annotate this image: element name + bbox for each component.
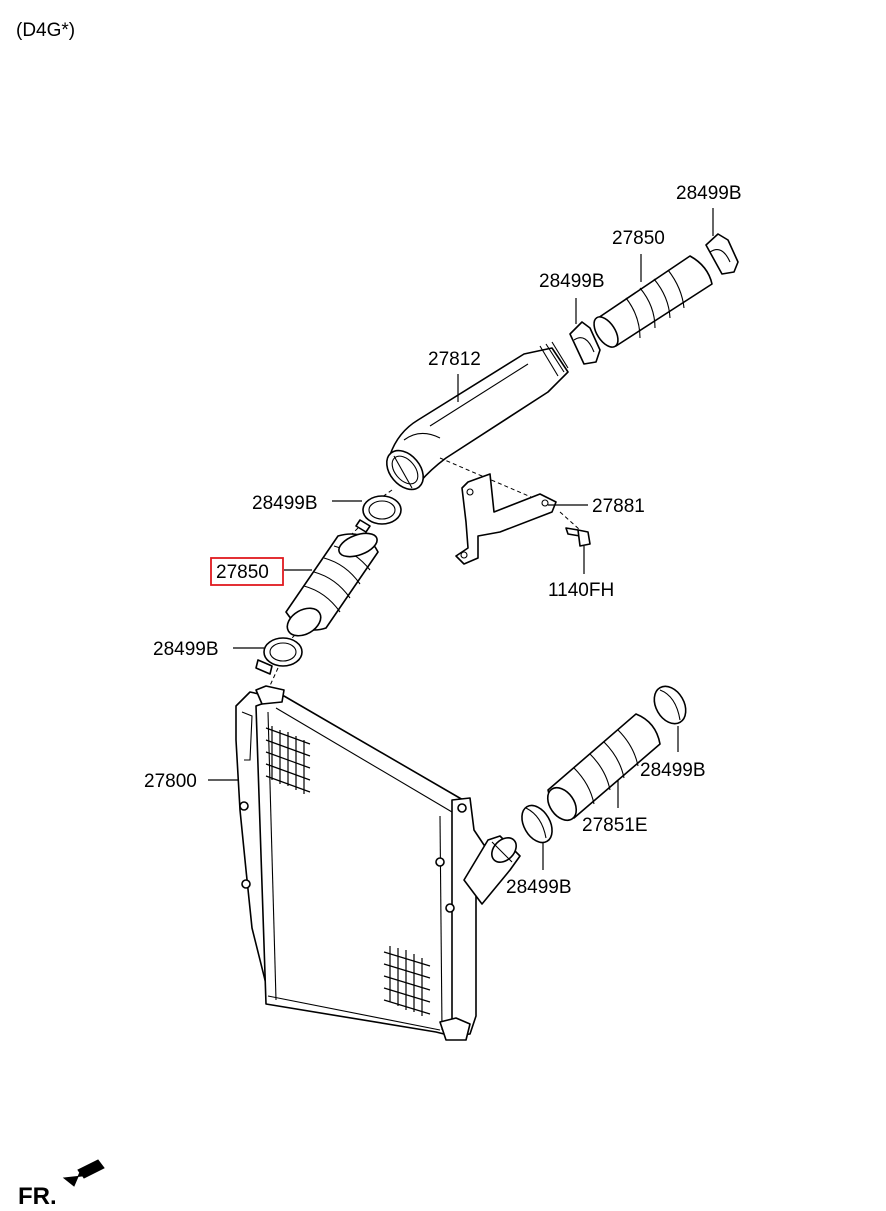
engine-code: (D4G*)	[16, 20, 75, 41]
label-hose-highlighted[interactable]: 27850	[216, 562, 269, 583]
bolt[interactable]	[565, 527, 591, 547]
clamp-right-bottom[interactable]	[516, 800, 559, 848]
label-clamp-mid[interactable]: 28499B	[252, 493, 318, 514]
intercooler[interactable]	[235, 685, 521, 1041]
clamp-mid[interactable]	[355, 495, 402, 533]
clamp-upper-pipe[interactable]	[569, 321, 601, 365]
label-clamp-lower[interactable]: 28499B	[153, 639, 219, 660]
label-hose-outlet[interactable]: 27851E	[582, 815, 648, 836]
assembly-line-bolt	[559, 511, 581, 531]
pipe[interactable]	[379, 341, 569, 496]
front-label: FR.	[18, 1183, 57, 1210]
bracket[interactable]	[455, 473, 557, 565]
label-pipe[interactable]: 27812	[428, 349, 481, 370]
hose-outlet[interactable]	[542, 713, 661, 826]
label-intercooler[interactable]: 27800	[144, 771, 197, 792]
label-clamp-right-bottom[interactable]: 28499B	[506, 877, 572, 898]
label-clamp-upper-pipe[interactable]: 28499B	[539, 271, 605, 292]
label-bracket[interactable]: 27881	[592, 496, 645, 517]
highlight-box	[210, 557, 284, 586]
clamp-lower[interactable]	[255, 637, 303, 675]
label-clamp-right-top[interactable]: 28499B	[640, 760, 706, 781]
front-arrow-icon	[62, 1159, 105, 1187]
label-clamp-top[interactable]: 28499B	[676, 183, 742, 204]
hose-top[interactable]	[589, 255, 713, 351]
clamp-right-top[interactable]	[648, 681, 692, 730]
front-indicator: FR.	[18, 1159, 105, 1210]
label-hose-top[interactable]: 27850	[612, 228, 665, 249]
label-bolt[interactable]: 1140FH	[548, 580, 614, 601]
clamp-top[interactable]	[705, 233, 739, 275]
hose-highlighted[interactable]	[282, 529, 380, 642]
